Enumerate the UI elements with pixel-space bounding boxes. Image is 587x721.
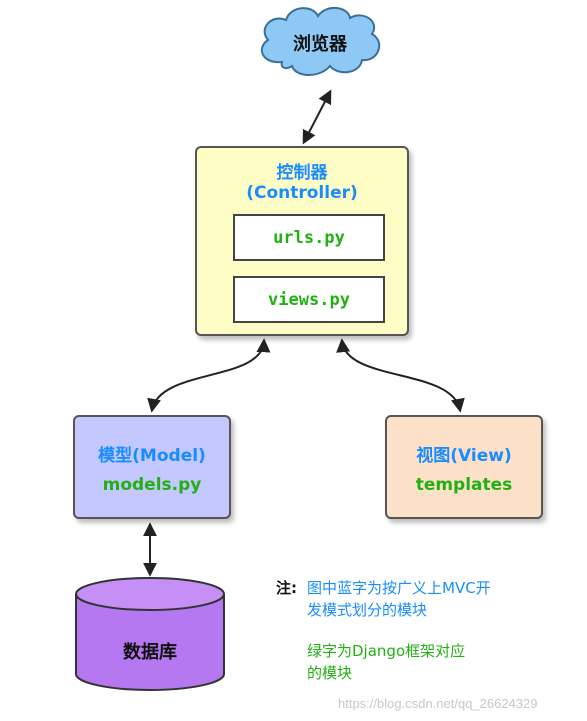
note-prefix: 注: [276,579,297,597]
arrow-controller-model [147,338,271,413]
arrow-controller-view [336,338,465,413]
controller-subtitle: (Controller) [246,183,358,203]
database-cylinder-shape [75,577,225,691]
note-line-3: 绿字为Django框架对应 [307,642,466,660]
note-line-2: 发模式划分的模块 [307,601,428,619]
controller-title: 控制器 [276,163,328,183]
note-line-1: 图中蓝字为按广义上MVC开 [307,579,491,597]
view-file: templates [415,475,513,495]
browser-label: 浏览器 [293,34,347,55]
database-label: 数据库 [123,642,177,663]
controller-box: 控制器 (Controller) urls.py views.py [195,146,409,336]
model-file: models.py [102,475,202,495]
arrow-browser-controller [302,89,332,145]
urls-file-box: urls.py [233,214,385,261]
model-title: 模型(Model) [98,446,206,466]
views-file-box: views.py [233,276,385,323]
model-box: 模型(Model) models.py [73,415,231,519]
watermark: https://blog.csdn.net/qq_26624329 [338,696,538,711]
browser-cloud-shape [260,7,381,76]
view-box: 视图(View) templates [385,415,543,519]
view-title: 视图(View) [416,446,512,466]
note-line-4: 的模块 [307,664,353,682]
